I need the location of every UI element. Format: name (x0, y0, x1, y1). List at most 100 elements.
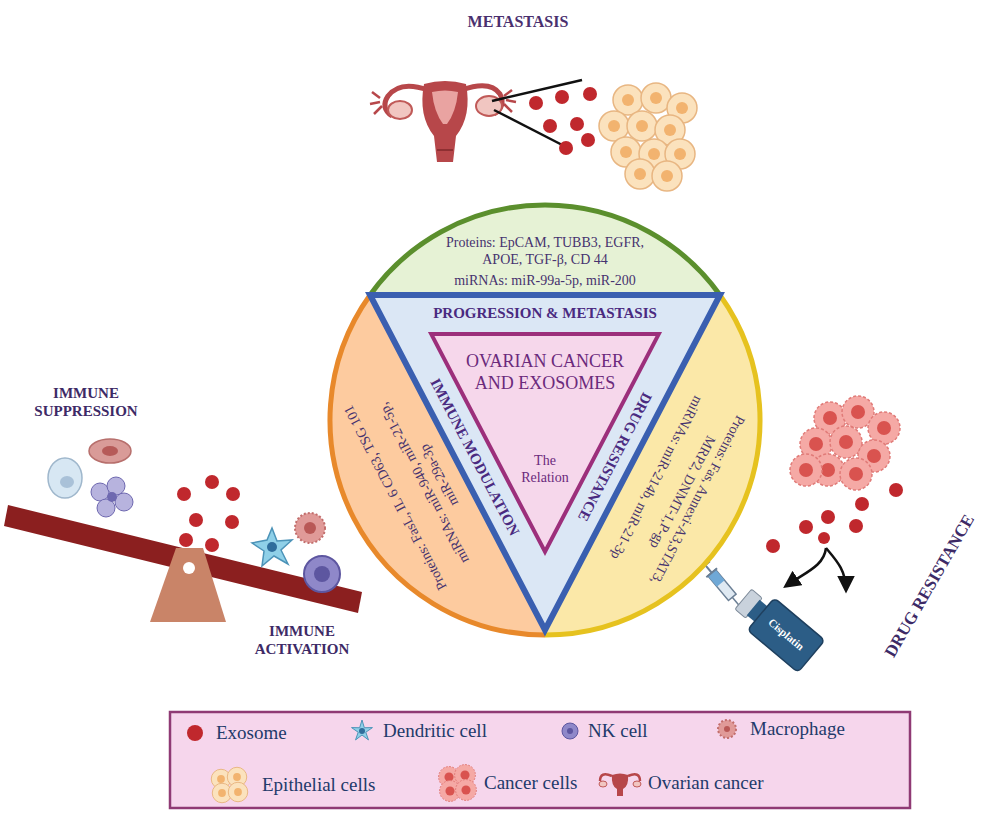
exosome-dots-part (799, 520, 813, 534)
resistance-arrows-part (786, 548, 826, 586)
legend-icon (562, 723, 578, 739)
legend-icon (439, 765, 477, 802)
cancer-cluster-part (868, 412, 900, 444)
seesaw-part (150, 548, 226, 622)
legend-text: Epithelial cells (262, 774, 375, 797)
cancer-cluster-part (830, 426, 862, 458)
immune-activation-cells (252, 513, 340, 592)
cancer-cluster (790, 396, 900, 490)
immune-suppression-cells-part (60, 476, 74, 488)
immune-suppression-cells-part (48, 458, 82, 498)
immune-activation-cells-part (314, 566, 330, 582)
seesaw (4, 505, 362, 622)
exosome-dots-part (225, 515, 239, 529)
exosome-dots-part (855, 497, 869, 511)
legend-text: Dendritic cell (383, 720, 487, 743)
syringe-part (708, 570, 736, 601)
uterus-illustration (370, 81, 516, 162)
legend-text: Macrophage (750, 718, 845, 741)
exosome-dots (766, 483, 903, 553)
legend-text: Cancer cells (484, 772, 577, 795)
immune-suppression-cells-part (107, 492, 117, 502)
legend-icon (599, 774, 641, 797)
immune-activation-cells-part (304, 522, 316, 534)
cancer-cluster-part (840, 458, 872, 490)
exosome-dots-part (205, 475, 219, 489)
immune-suppression-cells-part (107, 477, 125, 495)
node-text: PROGRESSION & METASTASIS (395, 304, 695, 322)
exosome-dots-part (555, 90, 569, 104)
immune-suppression-cells-part (91, 483, 109, 501)
figure-label: IMMUNE ACTIVATION (232, 622, 372, 658)
legend-icon-part (352, 720, 373, 740)
legend-icon-part (633, 781, 641, 787)
epithelial-cluster-part (625, 159, 655, 189)
triangle-outline (370, 295, 720, 630)
immune-suppression-cells-part (89, 439, 131, 463)
sector-rim (370, 205, 720, 295)
legend-icon-part (456, 780, 477, 801)
legend-icon (187, 725, 203, 741)
exosome-dots-part (889, 483, 903, 497)
figure-label: IMMUNE SUPPRESSION (11, 384, 161, 420)
immune-activation-cells-part (304, 556, 340, 592)
triangle-outline (431, 334, 659, 552)
legend-icon-part (567, 728, 573, 734)
exosome-dots-part (177, 487, 191, 501)
legend-icon-part (599, 781, 607, 787)
exosome-dots-part (818, 532, 830, 544)
legend-icon-part (718, 720, 736, 738)
epithelial-cluster-part (613, 85, 643, 115)
epithelial-cluster (599, 83, 697, 191)
triangle-node: OVARIAN CANCER AND EXOSOMESThe Relation (431, 334, 659, 552)
resistance-arrows (786, 548, 846, 590)
legend-icon-part (228, 782, 248, 802)
exosome-dots-part (226, 487, 240, 501)
exosome-dots-part (581, 133, 595, 147)
node-text: Proteins: EpCAM, TUBB3, EGFR, APOE, TGF-… (443, 235, 648, 269)
figure-label: METASTASIS (438, 12, 598, 31)
epithelial-cluster-part (652, 161, 682, 191)
legend-icon-part (359, 728, 365, 734)
legend-text: NK cell (588, 720, 648, 743)
node-text: miRNAs: miR-99a-5p, miR-200 (430, 273, 660, 290)
immune-activation-cells-part (295, 513, 325, 543)
cancer-cluster-part (790, 454, 822, 486)
figure-label: DRUG RESISTANCE (871, 494, 989, 677)
exosome-dots (177, 475, 240, 552)
legend-text: Exosome (216, 722, 287, 745)
cisplatin-vial-part (747, 598, 825, 673)
legend-icon (718, 720, 736, 738)
seesaw-part (183, 562, 195, 574)
triangle-node: PROGRESSION & METASTASISIMMUNE MODULATIO… (370, 295, 720, 630)
legend-icon-part (562, 723, 578, 739)
uterus-illustration-part (388, 101, 412, 119)
legend-icon (211, 767, 248, 802)
exosome-dots-part (543, 119, 557, 133)
immune-activation-cells-part (252, 528, 292, 566)
uterus-illustration-part (432, 91, 458, 125)
legend-icon-part (600, 774, 640, 781)
immune-suppression-cells (48, 439, 133, 517)
legend-swatch (187, 725, 203, 741)
immune-suppression-cells-part (102, 446, 118, 456)
exosome-dots (529, 87, 597, 155)
metastasis-cone (492, 80, 582, 150)
exosome-dots-part (583, 87, 597, 101)
legend-icon-part (724, 726, 730, 732)
legend-text: Ovarian cancer (648, 772, 764, 795)
exosome-dots-part (179, 533, 193, 547)
exosome-dots-part (205, 538, 219, 552)
uterus-illustration-part (437, 149, 453, 151)
exosome-dots-part (189, 513, 203, 527)
exosome-dots-part (570, 117, 584, 131)
exosome-dots-part (849, 519, 863, 533)
node-text: OVARIAN CANCER AND EXOSOMES (455, 351, 635, 394)
legend-icon (352, 720, 373, 740)
legend-icon-part (612, 774, 628, 797)
cisplatin-vial (730, 583, 825, 672)
exosome-dots-part (821, 510, 835, 524)
resistance-arrows-part (826, 548, 846, 590)
epithelial-cluster-part (627, 111, 657, 141)
